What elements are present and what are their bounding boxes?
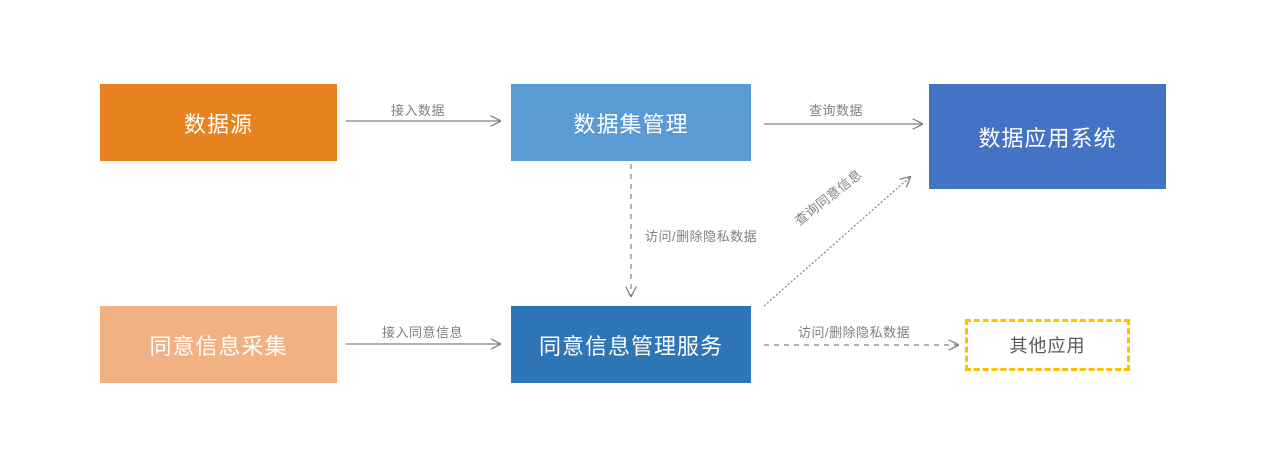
edge-label-ingest-consent: 接入同意信息 [382, 325, 464, 340]
node-dataset-management[interactable]: 数据集管理 [511, 84, 751, 161]
node-consent-management-service[interactable]: 同意信息管理服务 [511, 306, 751, 383]
node-other-application[interactable]: 其他应用 [965, 319, 1130, 371]
edge-label-ingest-data: 接入数据 [391, 103, 446, 118]
node-data-application-system[interactable]: 数据应用系统 [929, 84, 1166, 189]
node-consent-collection[interactable]: 同意信息采集 [100, 306, 337, 383]
node-datasource[interactable]: 数据源 [100, 84, 337, 161]
edge-label-access-privacy-bottom: 访问/删除隐私数据 [798, 325, 911, 340]
edge-label-access-privacy-vertical: 访问/删除隐私数据 [645, 229, 758, 244]
edge-query-consent-line [763, 177, 910, 307]
edge-label-query-data: 查询数据 [809, 103, 864, 118]
